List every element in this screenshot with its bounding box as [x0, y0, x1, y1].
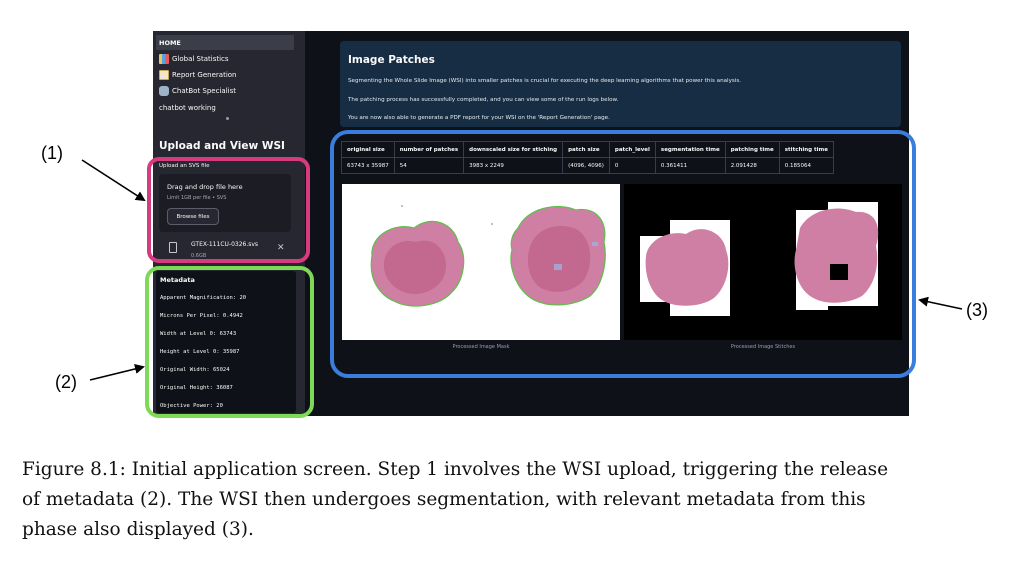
dropzone-limit: Limit 1GB per file • SVS: [167, 195, 227, 201]
file-size: 0.6GB: [191, 253, 207, 259]
callout-label-3: (3): [966, 300, 988, 320]
scroll-indicator: [226, 117, 229, 120]
nav-label: HOME: [159, 38, 181, 47]
caption-line: phase also displayed (3).: [22, 519, 254, 540]
mask-caption: Processed Image Mask: [452, 344, 510, 350]
page-title: Image Patches: [348, 54, 435, 66]
metadata-title: Metadata: [160, 276, 195, 284]
info-text: Segmenting the Whole Slide Image (WSI) i…: [348, 78, 742, 84]
browse-files-button[interactable]: Browse files: [167, 208, 219, 225]
app-screenshot: HOME Global Statistics Report Generation…: [153, 31, 909, 416]
memo-icon: [159, 69, 169, 80]
highlight-segmentation-box: [330, 130, 916, 378]
table-cell: (4096, 4096): [562, 157, 610, 174]
metadata-line: Original Width: 65024: [160, 367, 230, 373]
caption-line: of metadata (2). The WSI then undergoes …: [22, 489, 866, 510]
table-row: 63743 x 35987 54 3983 x 2249 (4096, 4096…: [341, 157, 835, 174]
table-cell: 0.185064: [778, 157, 835, 174]
highlight-metadata-box: [145, 266, 314, 418]
tissue-mask-image: [370, 205, 606, 307]
file-dropzone[interactable]: Drag and drop file here Limit 1GB per fi…: [159, 174, 291, 232]
table-cell: 0: [608, 157, 656, 174]
stitch-caption: Processed Image Stitches: [730, 344, 796, 350]
uploaded-file: GTEX-111CU-0326.svs 0.6GB ✕: [159, 239, 291, 263]
metadata-line: Microns Per Pixel: 0.4942: [160, 313, 243, 319]
main-content: Image Patches Segmenting the Whole Slide…: [305, 31, 909, 416]
table-cell: 0.361411: [654, 157, 726, 174]
processed-image-stitches: [624, 184, 902, 340]
file-name: GTEX-111CU-0326.svs: [191, 241, 259, 248]
caption-line: Figure 8.1: Initial application screen. …: [22, 459, 889, 480]
callout-label-1: (1): [41, 143, 63, 163]
metadata-line: Width at Level 0: 63743: [160, 331, 237, 337]
table-cell: 3983 x 2249: [463, 157, 564, 174]
file-icon: [169, 242, 177, 253]
table-cell: 54: [393, 157, 465, 174]
sidebar: HOME Global Statistics Report Generation…: [153, 31, 305, 416]
nav-item-chatbot-specialist[interactable]: ChatBot Specialist: [156, 83, 294, 98]
nav-item-global-statistics[interactable]: Global Statistics: [156, 51, 294, 66]
bar-chart-icon: [159, 53, 169, 64]
nav-label: ChatBot Specialist: [172, 86, 236, 95]
highlight-upload-box: [147, 157, 310, 263]
nav-label: Report Generation: [172, 70, 237, 79]
arrow-3: [918, 296, 963, 310]
info-box: Image Patches Segmenting the Whole Slide…: [340, 41, 901, 127]
nav-item-chatbot-working[interactable]: chatbot working: [156, 100, 294, 115]
arrow-1: [81, 159, 146, 202]
metadata-line: Objective Power: 20: [160, 403, 223, 409]
patch-stats-table: original size number of patches downscal…: [341, 141, 835, 174]
metadata-line: Apparent Magnification: 20: [160, 295, 247, 301]
info-text: You are now also able to generate a PDF …: [348, 115, 610, 121]
arrow-2: [89, 364, 145, 381]
robot-icon: [159, 85, 169, 96]
metadata-line: Original Height: 36087: [160, 385, 233, 391]
info-text: The patching process has successfully co…: [348, 97, 619, 103]
figure-caption: Figure 8.1: Initial application screen. …: [22, 455, 1032, 545]
dropzone-title: Drag and drop file here: [167, 183, 243, 191]
sidebar-title: Upload and View WSI: [159, 140, 285, 152]
upload-label: Upload an SVS file: [159, 163, 210, 169]
nav-label: Global Statistics: [172, 54, 229, 63]
nav-item-report-generation[interactable]: Report Generation: [156, 67, 294, 82]
metadata-panel: Metadata Apparent Magnification: 20 Micr…: [156, 271, 296, 413]
close-icon[interactable]: ✕: [277, 243, 285, 253]
processed-image-mask: [342, 184, 620, 340]
callout-label-2: (2): [55, 372, 77, 392]
nav-item-home[interactable]: HOME: [156, 35, 294, 50]
nav-label: chatbot working: [159, 103, 216, 112]
metadata-line: Height at Level 0: 35987: [160, 349, 240, 355]
tissue-stitch-image: [640, 202, 879, 316]
